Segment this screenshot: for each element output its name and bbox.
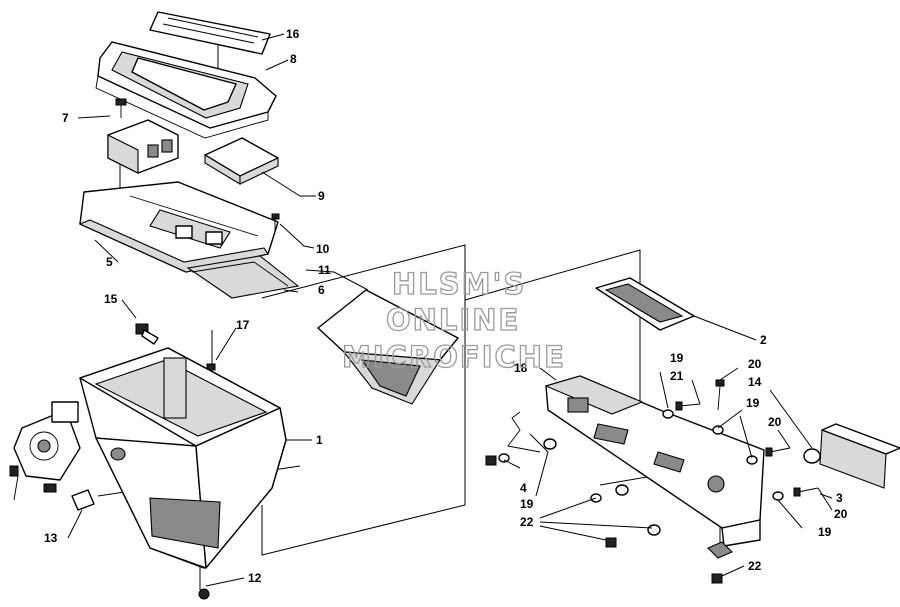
callout-9: 9: [318, 189, 325, 203]
callout-21: 21: [670, 369, 684, 383]
callout-12: 12: [248, 571, 262, 585]
callout-14: 14: [748, 375, 762, 389]
callout-22-a: 22: [520, 515, 534, 529]
part-17-screw: [206, 363, 216, 371]
part-18-intake-duct: [544, 375, 765, 547]
part-15-bolt: [135, 323, 159, 345]
part-4-clip-wire: [507, 411, 541, 453]
callout-2: 2: [760, 333, 767, 347]
callout-7: 7: [62, 111, 69, 125]
part-5-air-box-tray: [78, 181, 279, 273]
part-7-bolt: [115, 98, 127, 118]
callout-5: 5: [106, 255, 113, 269]
callout-4: 4: [520, 481, 527, 495]
hardware-nuts: [485, 455, 733, 584]
callout-labels: 16 8 7 9 5 10 11 6 15 17 1 13 12 2 18 19…: [44, 27, 848, 585]
callout-19-c: 19: [520, 497, 534, 511]
callout-11: 11: [318, 263, 331, 277]
hardware-bolts: [675, 379, 819, 497]
part-13-clamp: [71, 489, 95, 511]
callout-16: 16: [286, 27, 300, 41]
callout-20-c: 20: [834, 507, 848, 521]
watermark-line-1: HLSM'S: [392, 267, 526, 301]
callout-10: 10: [316, 242, 330, 256]
callout-6: 6: [318, 283, 325, 297]
part-14-plug: [803, 448, 821, 464]
callout-17: 17: [236, 318, 250, 332]
callout-19-b: 19: [746, 396, 760, 410]
watermark-line-3: MICROFICHE: [342, 340, 566, 374]
callout-19-d: 19: [818, 525, 832, 539]
callout-20-b: 20: [768, 415, 782, 429]
part-6-foam-seal: [186, 255, 300, 299]
watermark: HLSM'S ONLINE MICROFICHE: [341, 266, 566, 374]
leader-lines: [67, 33, 833, 587]
watermark-line-2: ONLINE: [386, 303, 520, 337]
electronic-module: [107, 119, 179, 174]
callout-8: 8: [290, 52, 297, 66]
part-1-air-box-housing: [79, 347, 287, 600]
callout-1: 1: [316, 433, 323, 447]
callout-22-b: 22: [748, 559, 762, 573]
callout-20-a: 20: [748, 357, 762, 371]
part-10-screw: [271, 213, 280, 232]
callout-3: 3: [836, 491, 843, 505]
part-11-intake-boot: [317, 289, 459, 405]
callout-13: 13: [44, 531, 58, 545]
callout-19-a: 19: [670, 351, 684, 365]
part-2-gasket: [595, 277, 695, 331]
part-8-air-box-lid: [95, 41, 277, 139]
carburetor-assembly: [9, 401, 81, 501]
callout-18: 18: [514, 361, 528, 375]
callout-15: 15: [104, 292, 118, 306]
part-9-foam-filter: [204, 137, 279, 185]
part-3-foam-block: [819, 423, 900, 489]
part-16-cover-plate: [149, 11, 271, 55]
